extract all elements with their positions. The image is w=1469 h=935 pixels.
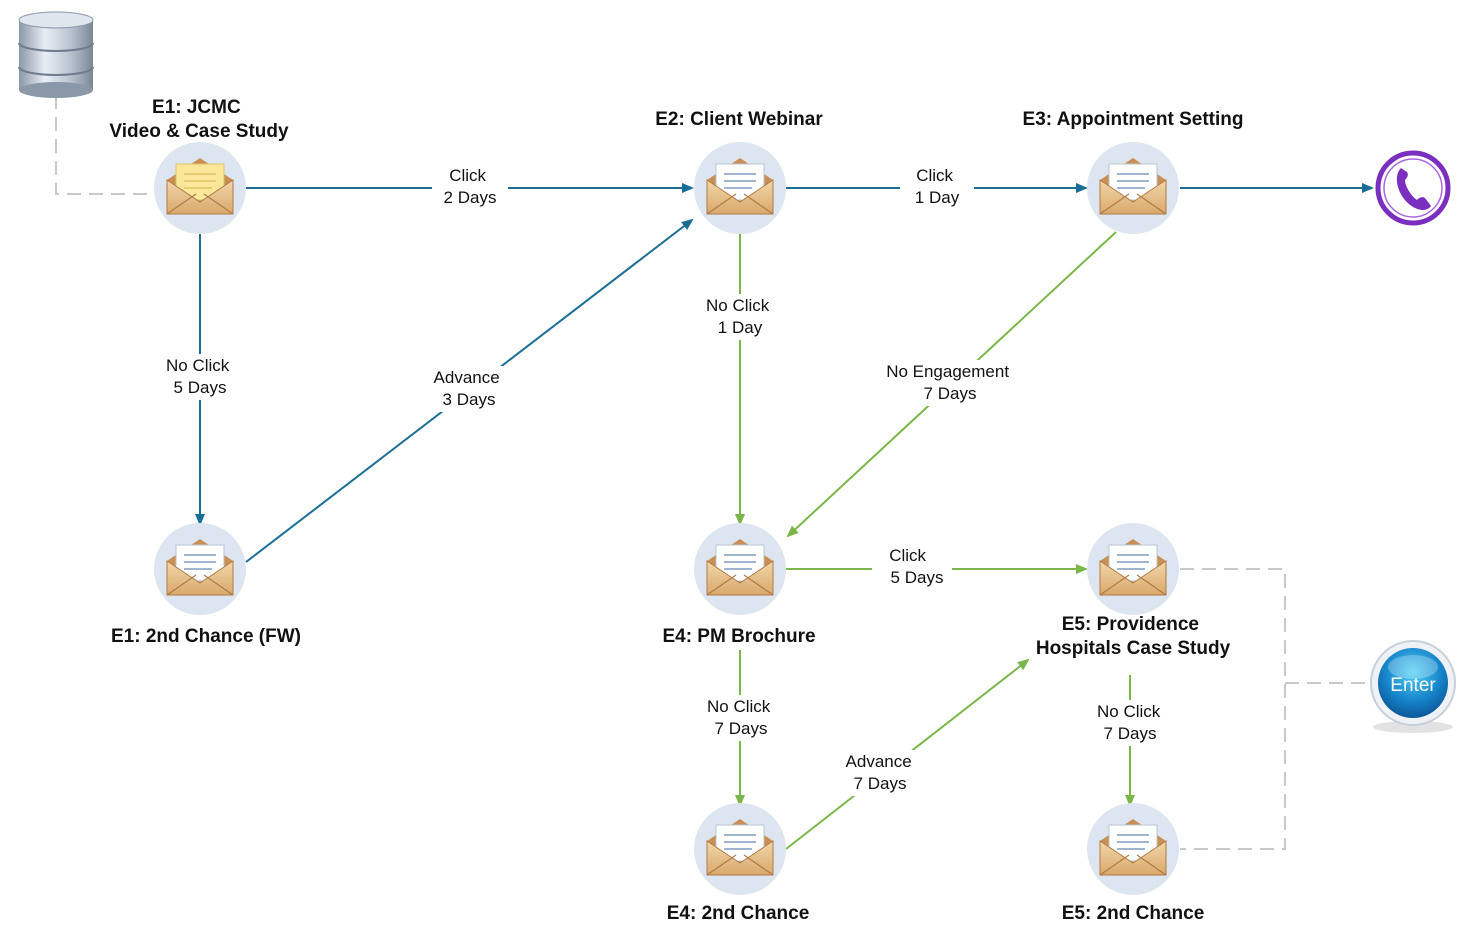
green-edges (735, 231, 1135, 850)
edge-labels: Click 2 Days Click 1 Day No Click 5 Days… (166, 166, 1165, 793)
node-titles: E1: JCMC Video & Case Study E2: Client W… (109, 97, 1243, 924)
edge-label-e1-e1b: No Click 5 Days (166, 356, 234, 397)
node-title-e4: E4: PM Brochure (662, 626, 815, 647)
edge-label-e3-e4: No Engagement 7 Days (886, 362, 1014, 403)
node-title-e1b: E1: 2nd Chance (FW) (111, 626, 301, 647)
enter-button[interactable]: Enter (1370, 640, 1456, 733)
envelope-icon-e2[interactable] (693, 141, 787, 235)
edge-label-e2-e4: No Click 1 Day (706, 296, 774, 337)
envelope-icon-e3[interactable] (1086, 141, 1180, 235)
phone-icon[interactable] (1375, 150, 1451, 226)
edge-label-e1-e2: Click 2 Days (444, 166, 497, 207)
database-icon[interactable] (18, 11, 94, 98)
dashed-db-to-e1 (55, 95, 152, 195)
dashed-connectors (55, 95, 1365, 850)
envelope-icon-e5b[interactable] (1086, 802, 1180, 896)
edge-label-e2-e3: Click 1 Day (915, 166, 960, 207)
edge-label-e5-e5b: No Click 7 Days (1097, 702, 1165, 743)
envelope-icon-e5[interactable] (1086, 522, 1180, 616)
node-title-e4b: E4: 2nd Chance (667, 903, 810, 924)
dashed-e5-to-enter (1180, 568, 1286, 850)
edge-label-e4-e4b: No Click 7 Days (707, 697, 775, 738)
envelope-icon-e1b[interactable] (153, 522, 247, 616)
edge-label-backgrounds (160, 164, 1172, 796)
edge-label-e4b-e5: Advance 7 Days (846, 752, 917, 793)
node-title-e2: E2: Client Webinar (655, 109, 823, 130)
node-title-e3: E3: Appointment Setting (1023, 109, 1244, 130)
envelope-icon-e4b[interactable] (693, 802, 787, 896)
node-title-e1: E1: JCMC Video & Case Study (109, 97, 289, 142)
enter-button-label: Enter (1390, 675, 1436, 696)
blue-edges (195, 183, 1374, 563)
edge-label-e4-e5: Click 5 Days (889, 546, 943, 587)
envelope-icon-e1[interactable] (153, 141, 247, 235)
envelope-icon-e4[interactable] (693, 522, 787, 616)
node-title-e5b: E5: 2nd Chance (1062, 903, 1205, 924)
edge-label-e1b-e2: Advance 3 Days (434, 368, 505, 409)
node-title-e5: E5: Providence Hospitals Case Study (1036, 614, 1231, 659)
